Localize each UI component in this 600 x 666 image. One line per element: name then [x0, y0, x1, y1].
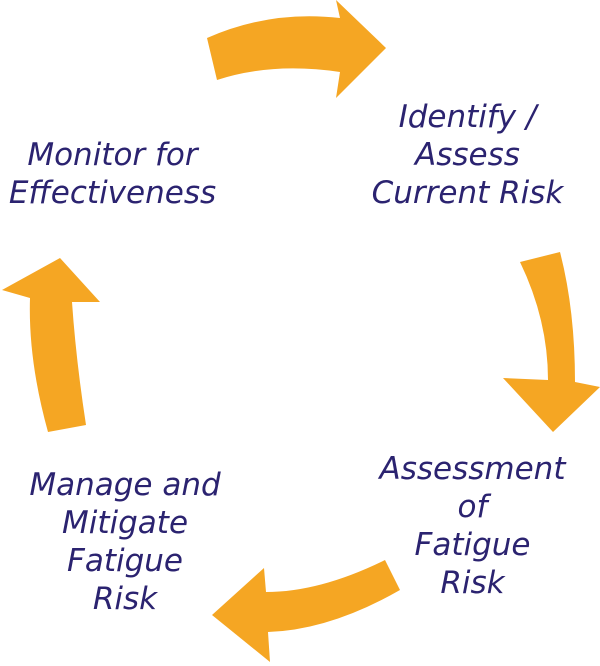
- step-line: Assessment: [379, 451, 566, 487]
- step-line: of: [457, 489, 488, 525]
- step-monitor-for-effectiveness: Monitor for Effectiveness: [5, 136, 220, 212]
- arrow-up-icon: [2, 258, 100, 432]
- step-manage-and-mitigate-fatigue-risk: Manage and Mitigate Fatigue Risk: [10, 466, 240, 618]
- step-line: Assess: [415, 137, 520, 173]
- step-line: Manage and: [29, 467, 221, 503]
- step-identify-assess-current-risk: Identify / Assess Current Risk: [355, 98, 580, 212]
- step-line: Mitigate: [61, 505, 189, 541]
- step-line: Fatigue: [67, 543, 183, 579]
- arrow-left-icon: [212, 560, 400, 662]
- step-line: Risk: [440, 565, 505, 601]
- step-assessment-of-fatigue-risk: Assessment of Fatigue Risk: [355, 450, 590, 602]
- step-line: Identify /: [398, 99, 537, 135]
- arrow-right-icon: [207, 0, 386, 98]
- step-line: Fatigue: [414, 527, 531, 563]
- step-line: Risk: [92, 581, 158, 617]
- step-line: Effectiveness: [8, 175, 217, 211]
- step-line: Current Risk: [371, 175, 564, 211]
- arrow-down-icon: [503, 252, 600, 432]
- step-line: Monitor for: [27, 137, 198, 173]
